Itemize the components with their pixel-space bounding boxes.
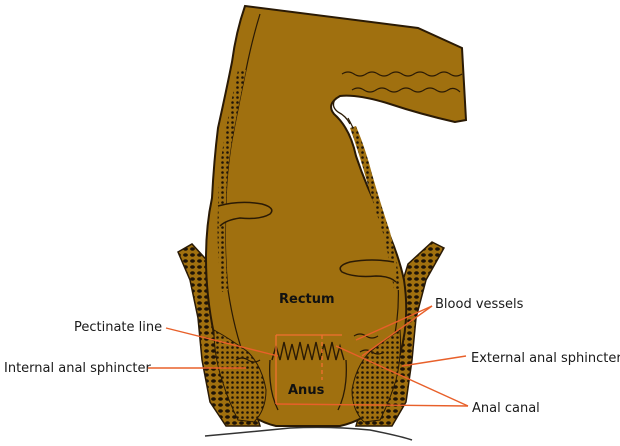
rectal-fold-left — [217, 201, 273, 227]
leader-blood-1 — [355, 305, 433, 341]
label-anal-canal: Anal canal — [472, 401, 540, 416]
internal-sphincter-left — [213, 329, 267, 423]
leader-pectinate — [165, 327, 279, 357]
wall-cells-right — [350, 126, 400, 290]
label-anus: Anus — [288, 383, 325, 398]
colon-mucosa-wave-top — [341, 71, 463, 77]
internal-sphincter-right — [351, 329, 401, 423]
leader-anal-canal-2 — [275, 403, 469, 407]
rectal-fold-upper — [332, 97, 351, 125]
anal-canal-wall-right — [337, 359, 347, 411]
label-internal-anal-sphincter: Internal anal sphincter — [4, 361, 151, 376]
label-pectinate-line: Pectinate line — [74, 320, 163, 335]
label-blood-vessels: Blood vessels — [435, 297, 524, 312]
skin-line — [204, 426, 413, 441]
blood-vessel-right-2 — [359, 349, 385, 355]
leader-anal-canal-1 — [335, 345, 469, 407]
leader-external-sphincter — [401, 355, 467, 367]
anal-columns — [271, 341, 345, 361]
colon-mucosa-wave-bottom — [351, 87, 461, 93]
wall-cells-left — [217, 70, 246, 292]
label-rectum: Rectum — [279, 292, 335, 307]
anal-canal-wall-left — [269, 359, 279, 411]
label-external-anal-sphincter: External anal sphincter — [471, 351, 620, 366]
inner-wall-left — [224, 13, 261, 363]
blood-vessel-left — [235, 357, 261, 363]
rectal-fold-right — [339, 259, 397, 283]
leader-blood-2 — [361, 305, 433, 357]
